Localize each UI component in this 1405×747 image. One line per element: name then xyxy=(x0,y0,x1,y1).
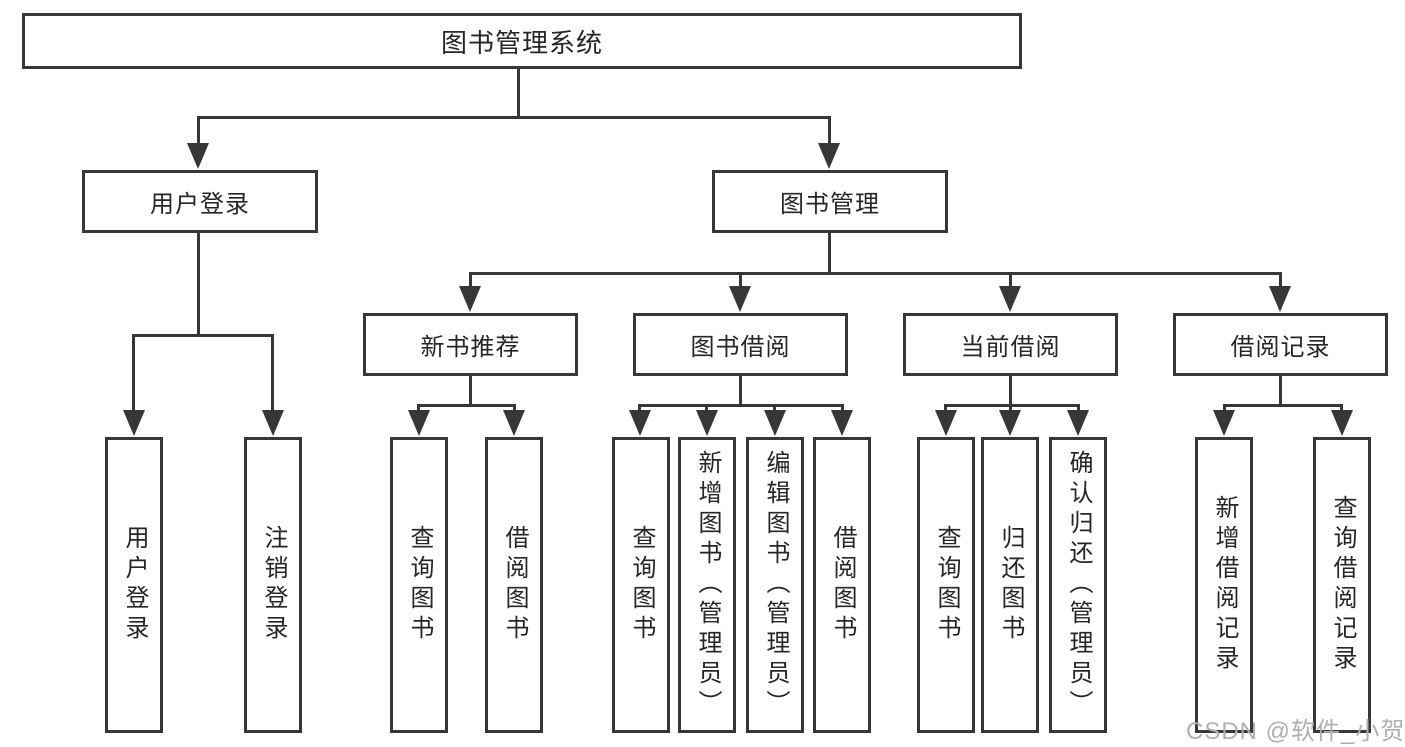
node-label: 借阅记录 xyxy=(1230,334,1331,361)
node-label: 当前借阅 xyxy=(960,334,1061,361)
connector-line xyxy=(638,404,844,407)
connector-line xyxy=(739,272,742,288)
node-label: 归还图书 xyxy=(997,525,1024,645)
connector-line xyxy=(517,68,520,118)
arrow-down-icon xyxy=(696,410,718,436)
node-library-management-system: 图书管理系统 xyxy=(22,13,1022,69)
arrow-down-icon xyxy=(831,410,853,436)
connector-line xyxy=(1009,404,1012,414)
arrow-down-icon xyxy=(1331,410,1353,436)
node-current-borrowing: 当前借阅 xyxy=(903,313,1118,376)
arrow-down-icon xyxy=(123,410,145,436)
connector-line xyxy=(1077,404,1080,414)
leaf-borrow-books-recommend: 借阅图书 xyxy=(485,437,543,733)
node-book-borrowing: 图书借阅 xyxy=(633,313,848,376)
connector-line xyxy=(271,334,274,412)
arrow-down-icon xyxy=(629,410,651,436)
connector-line xyxy=(132,334,135,412)
connector-line xyxy=(197,116,200,145)
leaf-query-borrow-record: 查询借阅记录 xyxy=(1313,437,1371,733)
node-new-book-recommendation: 新书推荐 xyxy=(363,313,578,376)
leaf-edit-books-admin: 编辑图书（管理员） xyxy=(746,437,804,733)
leaf-add-borrow-record: 新增借阅记录 xyxy=(1195,437,1253,733)
watermark-csdn: CSDN @软件_小贺同学 xyxy=(1186,718,1405,745)
node-label: 确认归还（管理员） xyxy=(1065,450,1092,720)
node-label: 图书管理 xyxy=(780,191,880,218)
node-label: 用户登录 xyxy=(121,525,148,645)
node-user-login: 用户登录 xyxy=(82,170,318,233)
connector-line xyxy=(944,404,1080,407)
arrow-down-icon xyxy=(729,286,751,312)
connector-line xyxy=(1009,272,1012,288)
arrow-down-icon xyxy=(764,410,786,436)
connector-line xyxy=(1223,404,1343,407)
connector-line xyxy=(739,376,742,407)
connector-line xyxy=(417,404,516,407)
connector-line xyxy=(1223,404,1226,414)
node-label: 借阅图书 xyxy=(829,525,856,645)
arrow-down-icon xyxy=(999,286,1021,312)
arrow-down-icon xyxy=(1213,410,1235,436)
connector-line xyxy=(638,404,641,414)
connector-line xyxy=(132,334,274,337)
connector-line xyxy=(705,404,708,414)
node-label: 图书管理系统 xyxy=(440,27,603,58)
node-label: 查询图书 xyxy=(628,525,655,645)
connector-line xyxy=(1279,376,1282,407)
arrow-down-icon xyxy=(187,143,209,169)
leaf-return-books: 归还图书 xyxy=(981,437,1039,733)
connector-line xyxy=(469,272,1282,275)
leaf-user-login: 用户登录 xyxy=(105,437,163,733)
node-label: 新增借阅记录 xyxy=(1211,495,1238,675)
node-borrowing-records: 借阅记录 xyxy=(1173,313,1388,376)
node-label: 编辑图书（管理员） xyxy=(762,450,789,720)
connector-line xyxy=(197,233,200,337)
connector-line xyxy=(1340,404,1343,414)
arrow-down-icon xyxy=(999,410,1021,436)
connector-line xyxy=(1279,272,1282,288)
arrow-down-icon xyxy=(408,410,430,436)
connector-line xyxy=(1009,376,1012,407)
arrow-down-icon xyxy=(503,410,525,436)
connector-line xyxy=(773,404,776,414)
node-label: 图书借阅 xyxy=(690,334,791,361)
connector-line xyxy=(828,116,831,145)
connector-line xyxy=(841,404,844,414)
connector-line xyxy=(197,116,831,119)
node-label: 新书推荐 xyxy=(420,334,521,361)
connector-line xyxy=(828,233,831,275)
node-label: 注销登录 xyxy=(260,525,287,645)
leaf-query-books-borrowing: 查询图书 xyxy=(612,437,670,733)
leaf-query-books-recommend: 查询图书 xyxy=(390,437,448,733)
node-label: 新增图书（管理员） xyxy=(694,450,721,720)
node-label: 用户登录 xyxy=(150,191,250,218)
arrow-down-icon xyxy=(935,410,957,436)
connector-line xyxy=(469,376,472,407)
connector-line xyxy=(469,272,472,288)
node-label: 借阅图书 xyxy=(501,525,528,645)
arrow-down-icon xyxy=(818,143,840,169)
leaf-borrow-books: 借阅图书 xyxy=(813,437,871,733)
node-book-management: 图书管理 xyxy=(712,170,948,233)
node-label: 查询图书 xyxy=(933,525,960,645)
arrow-down-icon xyxy=(262,410,284,436)
arrow-down-icon xyxy=(459,286,481,312)
leaf-query-books-current: 查询图书 xyxy=(917,437,975,733)
arrow-down-icon xyxy=(1269,286,1291,312)
node-label: 查询图书 xyxy=(406,525,433,645)
leaf-logout-login: 注销登录 xyxy=(244,437,302,733)
connector-line xyxy=(944,404,947,414)
leaf-confirm-return-admin: 确认归还（管理员） xyxy=(1049,437,1107,733)
connector-line xyxy=(513,404,516,414)
arrow-down-icon xyxy=(1067,410,1089,436)
connector-line xyxy=(417,404,420,414)
node-label: 查询借阅记录 xyxy=(1329,495,1356,675)
leaf-add-books-admin: 新增图书（管理员） xyxy=(678,437,736,733)
